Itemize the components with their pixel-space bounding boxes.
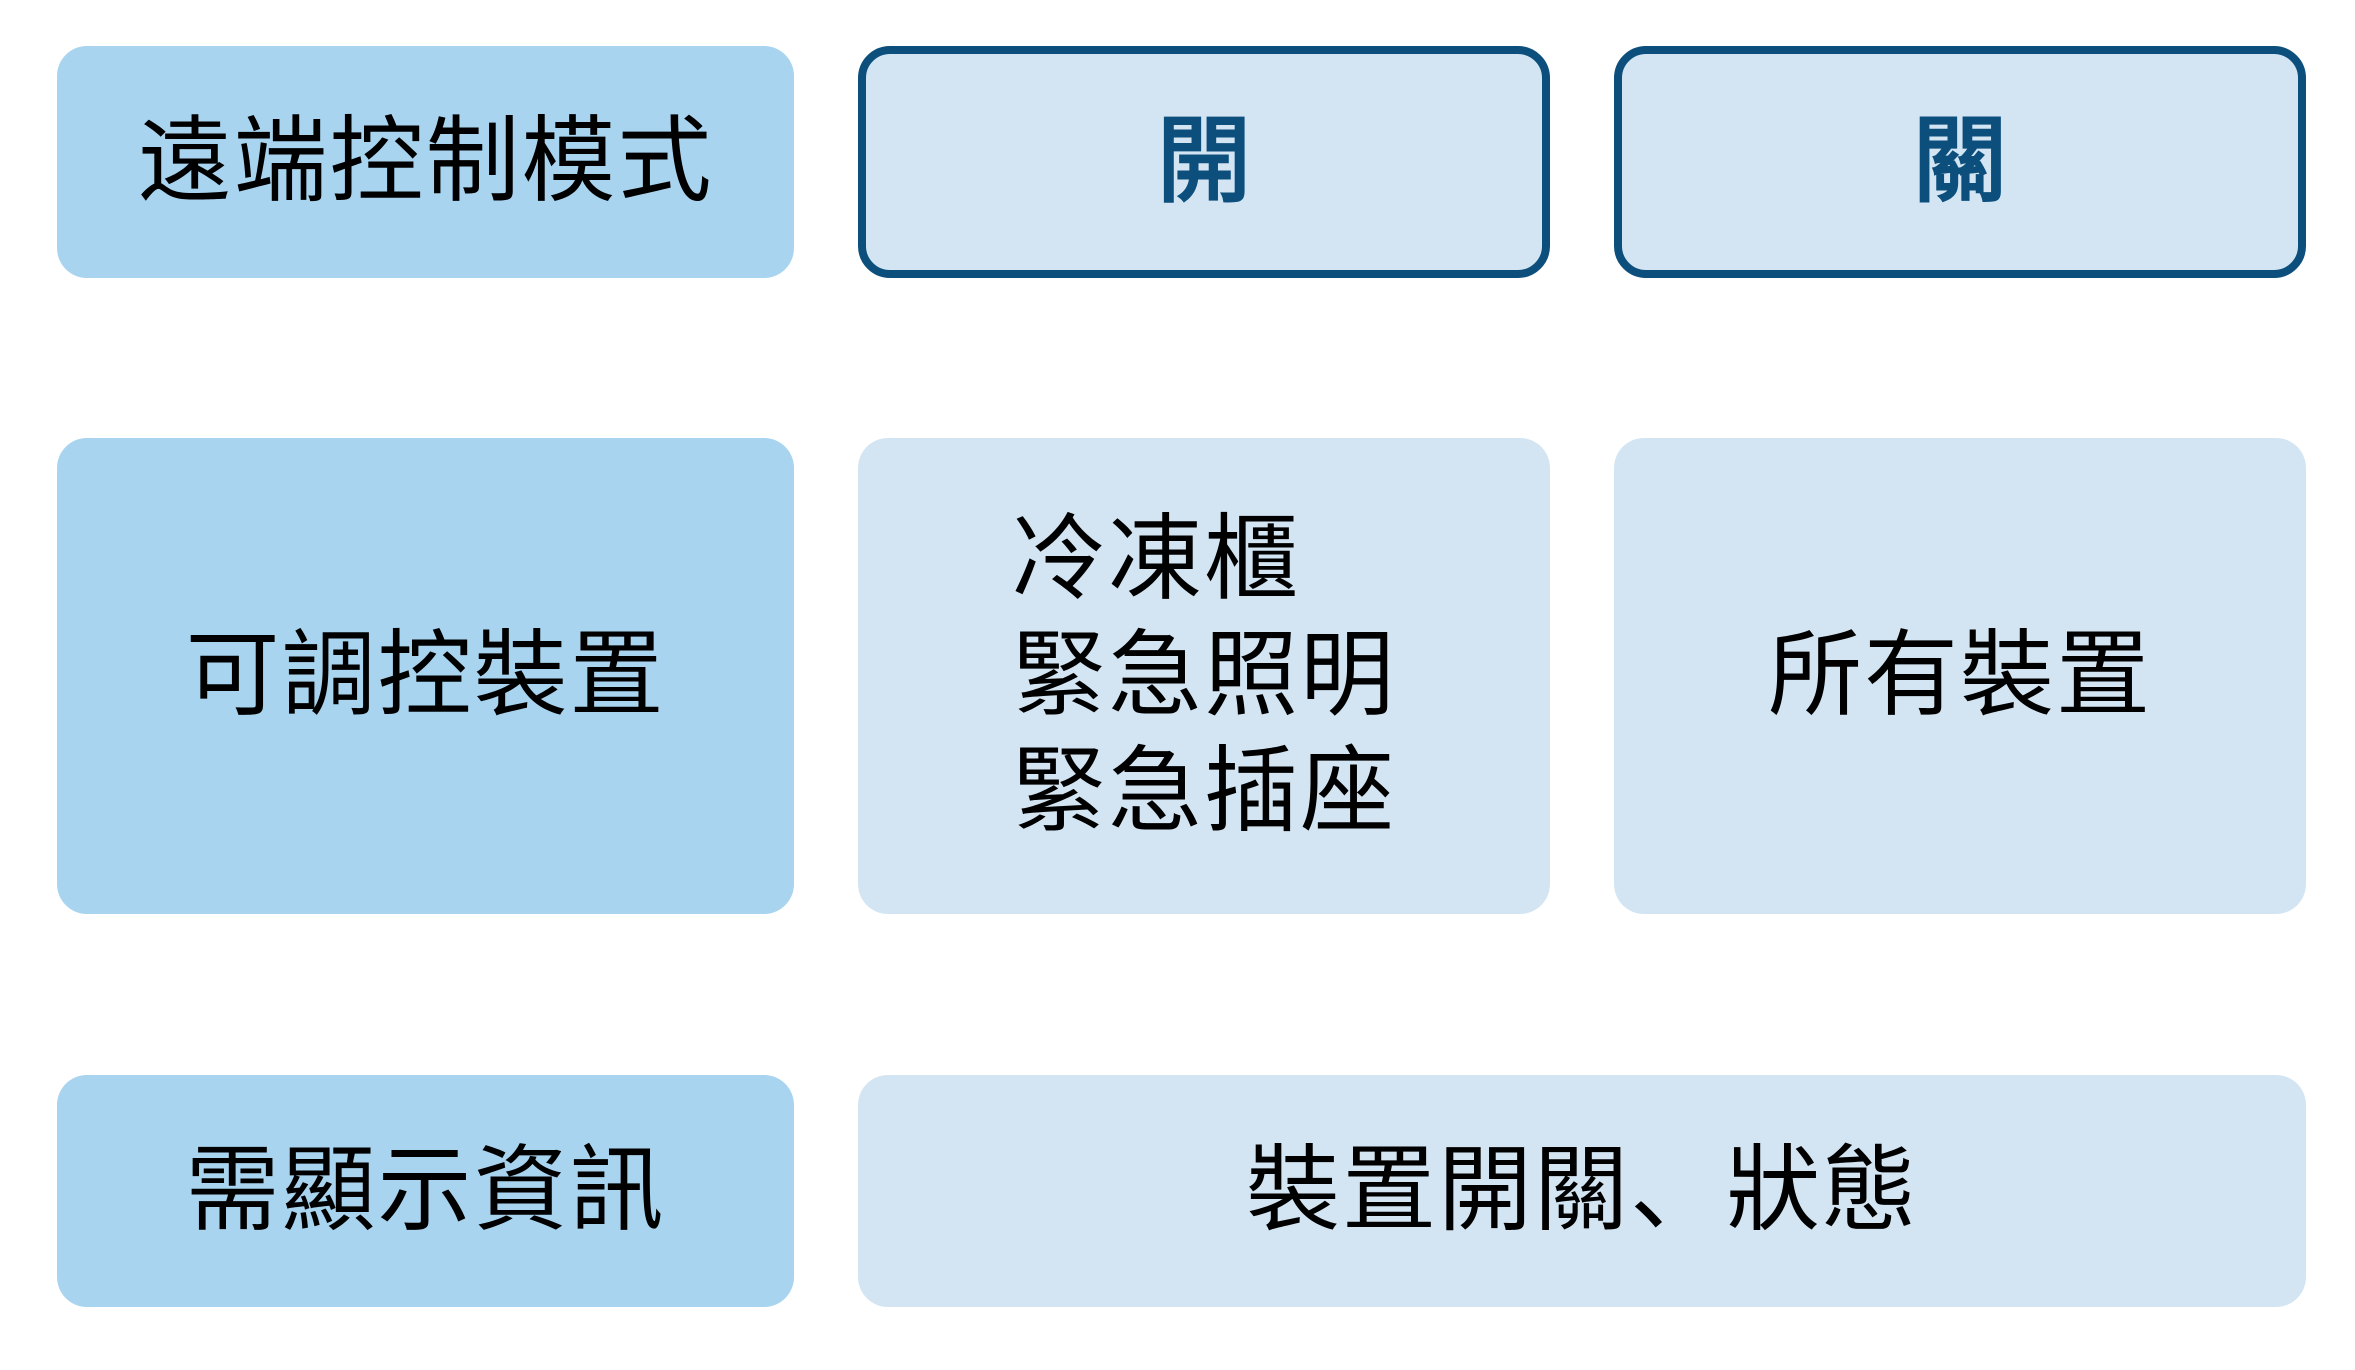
mode-off-button-label: 關 xyxy=(1912,107,2007,216)
info-label-cell: 需顯示資訊 xyxy=(57,1075,794,1307)
mode-on-button[interactable]: 開 xyxy=(858,46,1550,278)
device-item-emergency-outlet: 緊急插座 xyxy=(1011,737,1396,846)
info-value-cell: 裝置開關、狀態 xyxy=(858,1075,2306,1307)
devices-label: 可調控裝置 xyxy=(185,621,666,730)
all-devices-label: 所有裝置 xyxy=(1767,621,2152,730)
mode-on-button-label: 開 xyxy=(1156,107,1251,216)
device-list: 冷凍櫃 緊急照明 緊急插座 xyxy=(1012,513,1396,839)
device-list-cell: 冷凍櫃 緊急照明 緊急插座 xyxy=(858,438,1550,914)
info-value: 裝置開關、狀態 xyxy=(1245,1136,1918,1245)
all-devices-cell: 所有裝置 xyxy=(1614,438,2306,914)
remote-mode-label: 遠端控制模式 xyxy=(137,107,714,216)
device-item-freezer: 冷凍櫃 xyxy=(1011,505,1300,614)
info-label: 需顯示資訊 xyxy=(185,1136,666,1245)
mode-off-button[interactable]: 關 xyxy=(1614,46,2306,278)
remote-mode-label-cell: 遠端控制模式 xyxy=(57,46,794,278)
devices-label-cell: 可調控裝置 xyxy=(57,438,794,914)
device-item-emergency-lighting: 緊急照明 xyxy=(1011,621,1396,730)
